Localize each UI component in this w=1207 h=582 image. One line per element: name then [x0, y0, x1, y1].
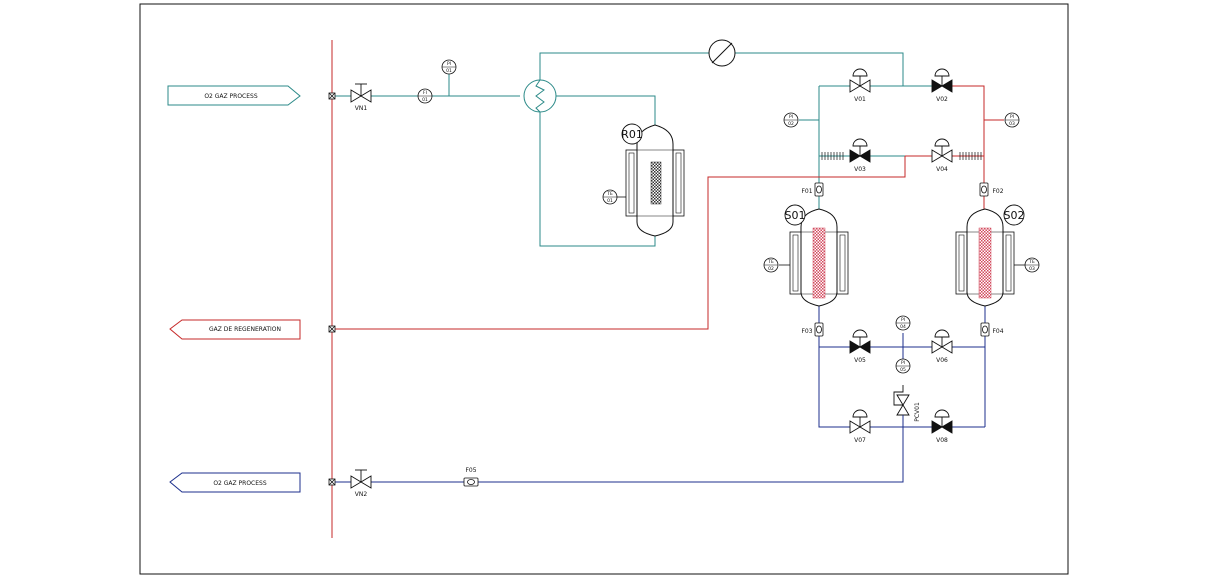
instrument-pi01-num: 01: [446, 68, 452, 74]
instrument-pi02[interactable]: PI 02: [783, 112, 799, 128]
valve-vn2[interactable]: [350, 469, 372, 489]
instrument-te03-num: 03: [1029, 266, 1035, 272]
flex-hose-left: [821, 152, 844, 160]
stream-outlet-arrow: O2 GAZ PROCESS: [169, 472, 301, 493]
valve-v02[interactable]: [931, 68, 953, 93]
valve-pcv01-label: PCV01: [914, 402, 921, 422]
adsorber-s02-tag: S02: [1004, 204, 1025, 226]
valve-pcv01[interactable]: [893, 385, 910, 427]
valve-v06[interactable]: [931, 329, 953, 354]
flex-hose-right: [959, 152, 982, 160]
filter-f01[interactable]: [814, 182, 824, 197]
valve-vn1-label: VN1: [355, 105, 368, 112]
instrument-pi03-num: 03: [1009, 121, 1015, 127]
filter-f03[interactable]: [814, 322, 824, 337]
filter-f02-label: F02: [992, 188, 1003, 195]
filter-f01-label: F01: [801, 188, 812, 195]
valve-v08[interactable]: [931, 409, 953, 434]
instrument-pi05-num: 05: [900, 367, 906, 373]
instrument-pi04-num: 04: [900, 324, 906, 330]
valve-v01-label: V01: [854, 96, 866, 103]
instrument-te02-tag: TE: [767, 259, 774, 265]
instrument-te01-tag: TE: [606, 191, 613, 197]
header-junctions: [328, 92, 336, 486]
valve-v07-label: V07: [854, 437, 866, 444]
instrument-te03-tag: TE: [1028, 259, 1035, 265]
valve-v06-label: V06: [936, 357, 948, 364]
instrument-pi03-tag: PI: [1010, 114, 1014, 120]
instrument-pi02-tag: PI: [789, 114, 793, 120]
instrument-pi01[interactable]: PI 01: [441, 59, 457, 75]
instrument-pi03[interactable]: PI 03: [1004, 112, 1020, 128]
valve-v05[interactable]: [849, 329, 871, 354]
drawing-border: [139, 3, 1069, 575]
instrument-pi02-num: 02: [788, 121, 794, 127]
instrument-te02-num: 02: [768, 266, 774, 272]
reactor-r01-tag: R01: [621, 123, 643, 145]
filter-f04-label: F04: [992, 328, 1003, 335]
filter-f02[interactable]: [979, 182, 989, 197]
adsorber-s01-tag: S01: [785, 204, 806, 226]
adsorber-s02[interactable]: [955, 208, 1025, 307]
valve-v03[interactable]: [849, 138, 871, 163]
instrument-te01-num: 01: [607, 198, 613, 204]
valve-vn1[interactable]: [350, 83, 372, 103]
instrument-pi05[interactable]: PI 05: [895, 358, 911, 374]
reactor-r01-label: R01: [621, 128, 643, 141]
valve-v02-label: V02: [936, 96, 948, 103]
instrument-pi01-tag: PI: [447, 61, 451, 67]
instrument-te01[interactable]: TE 01: [602, 189, 618, 205]
heat-exchanger[interactable]: [523, 79, 557, 113]
stream-inlet-label: O2 GAZ PROCESS: [204, 93, 258, 100]
adsorber-s01-label: S01: [785, 209, 806, 222]
filter-f03-label: F03: [801, 328, 812, 335]
instrument-fi01[interactable]: FI 01: [417, 88, 433, 104]
filter-f05[interactable]: [463, 477, 479, 487]
stream-inlet-arrow: O2 GAZ PROCESS: [167, 85, 301, 106]
instrument-te02[interactable]: TE 02: [763, 257, 779, 273]
instrument-te03[interactable]: TE 03: [1024, 257, 1040, 273]
filter-f05-label: F05: [465, 467, 476, 474]
piping-red: [331, 40, 1004, 538]
stream-regen-arrow: GAZ DE REGENERATION: [169, 319, 301, 340]
adsorber-s02-label: S02: [1004, 209, 1025, 222]
valve-vn2-label: VN2: [355, 491, 368, 498]
valve-v01[interactable]: [849, 68, 871, 93]
valve-v03-label: V03: [854, 166, 866, 173]
instrument-pi04[interactable]: PI 04: [895, 315, 911, 331]
reactor-r01[interactable]: [616, 124, 685, 237]
instrument-pi04-tag: PI: [901, 317, 905, 323]
valve-v07[interactable]: [849, 409, 871, 434]
piping-blue: [332, 303, 986, 483]
filter-f04[interactable]: [980, 322, 990, 337]
stream-regen-label: GAZ DE REGENERATION: [209, 326, 281, 333]
instrument-fi01-tag: FI: [423, 90, 427, 96]
valve-v04[interactable]: [931, 138, 953, 163]
valve-v08-label: V08: [936, 437, 948, 444]
compressor[interactable]: [708, 39, 736, 67]
stream-outlet-label: O2 GAZ PROCESS: [213, 480, 267, 487]
instrument-pi05-tag: PI: [901, 360, 905, 366]
valve-v04-label: V04: [936, 166, 948, 173]
adsorber-s01[interactable]: [779, 208, 849, 307]
valve-v05-label: V05: [854, 357, 866, 364]
instrument-fi01-num: 01: [422, 97, 428, 103]
